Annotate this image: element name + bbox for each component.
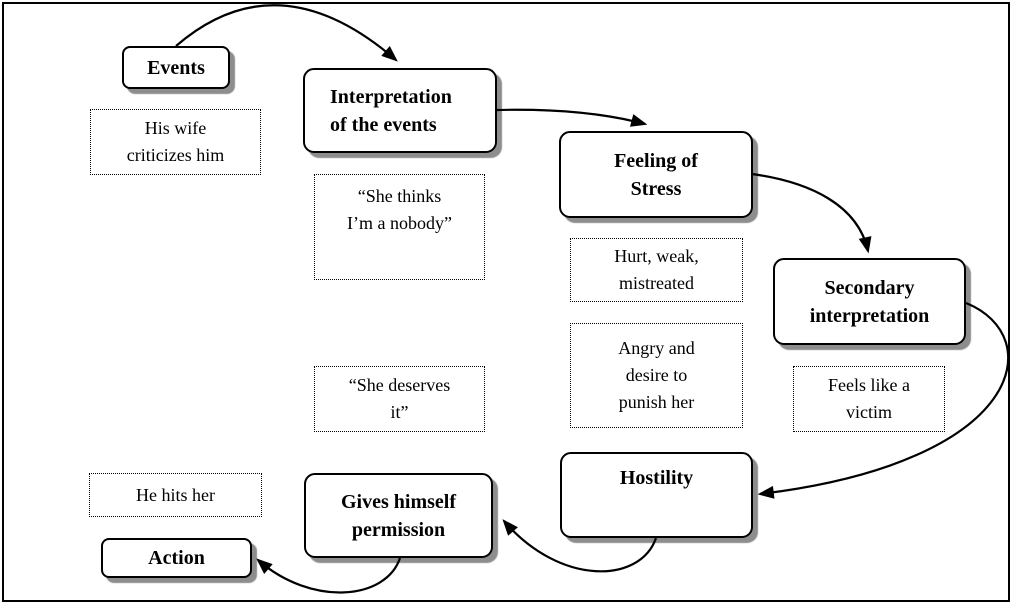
note-his-wife-criticizes-him: His wife criticizes him — [90, 109, 261, 175]
note-deserves-text: “She deserves it” — [348, 375, 451, 422]
note-she-thinks-im-a-nobody: “She thinks I’m a nobody” — [314, 174, 485, 280]
node-hostility-label: Hostility — [619, 467, 694, 489]
note-victim-text: Feels like a victim — [828, 375, 910, 422]
node-action-label: Action — [148, 547, 205, 569]
node-interpretation-label: Interpretation of the events — [330, 85, 452, 136]
node-events-label: Events — [147, 56, 205, 79]
node-gives-himself-permission: Gives himself permission — [304, 473, 493, 558]
note-angry-desire-to-punish: Angry and desire to punish her — [570, 323, 743, 428]
node-secondary-interpretation: Secondary interpretation — [773, 258, 966, 345]
node-action: Action — [101, 538, 252, 578]
note-hurt-weak-mistreated: Hurt, weak, mistreated — [570, 238, 743, 302]
node-permission-label: Gives himself permission — [341, 490, 456, 541]
arrow-permission-to-action — [256, 557, 402, 594]
node-hostility: Hostility — [560, 452, 753, 538]
arrow-stress-to-secondary — [751, 172, 872, 254]
node-events: Events — [122, 46, 230, 89]
note-hits-text: He hits her — [136, 484, 215, 505]
note-she-deserves-it: “She deserves it” — [314, 366, 485, 432]
note-wife-text: His wife criticizes him — [126, 118, 225, 165]
node-interpretation-of-events: Interpretation of the events — [303, 68, 497, 153]
note-he-hits-her: He hits her — [89, 473, 262, 517]
note-feels-like-a-victim: Feels like a victim — [793, 366, 945, 432]
note-nobody-text: “She thinks I’m a nobody” — [347, 186, 452, 233]
note-hurt-text: Hurt, weak, mistreated — [614, 246, 699, 293]
node-feeling-of-stress: Feeling of Stress — [559, 131, 753, 218]
node-secondary-label: Secondary interpretation — [809, 276, 930, 327]
note-angry-text: Angry and desire to punish her — [618, 338, 695, 412]
arrow-interpretation-to-stress — [496, 108, 648, 127]
node-stress-label: Feeling of Stress — [614, 149, 698, 200]
